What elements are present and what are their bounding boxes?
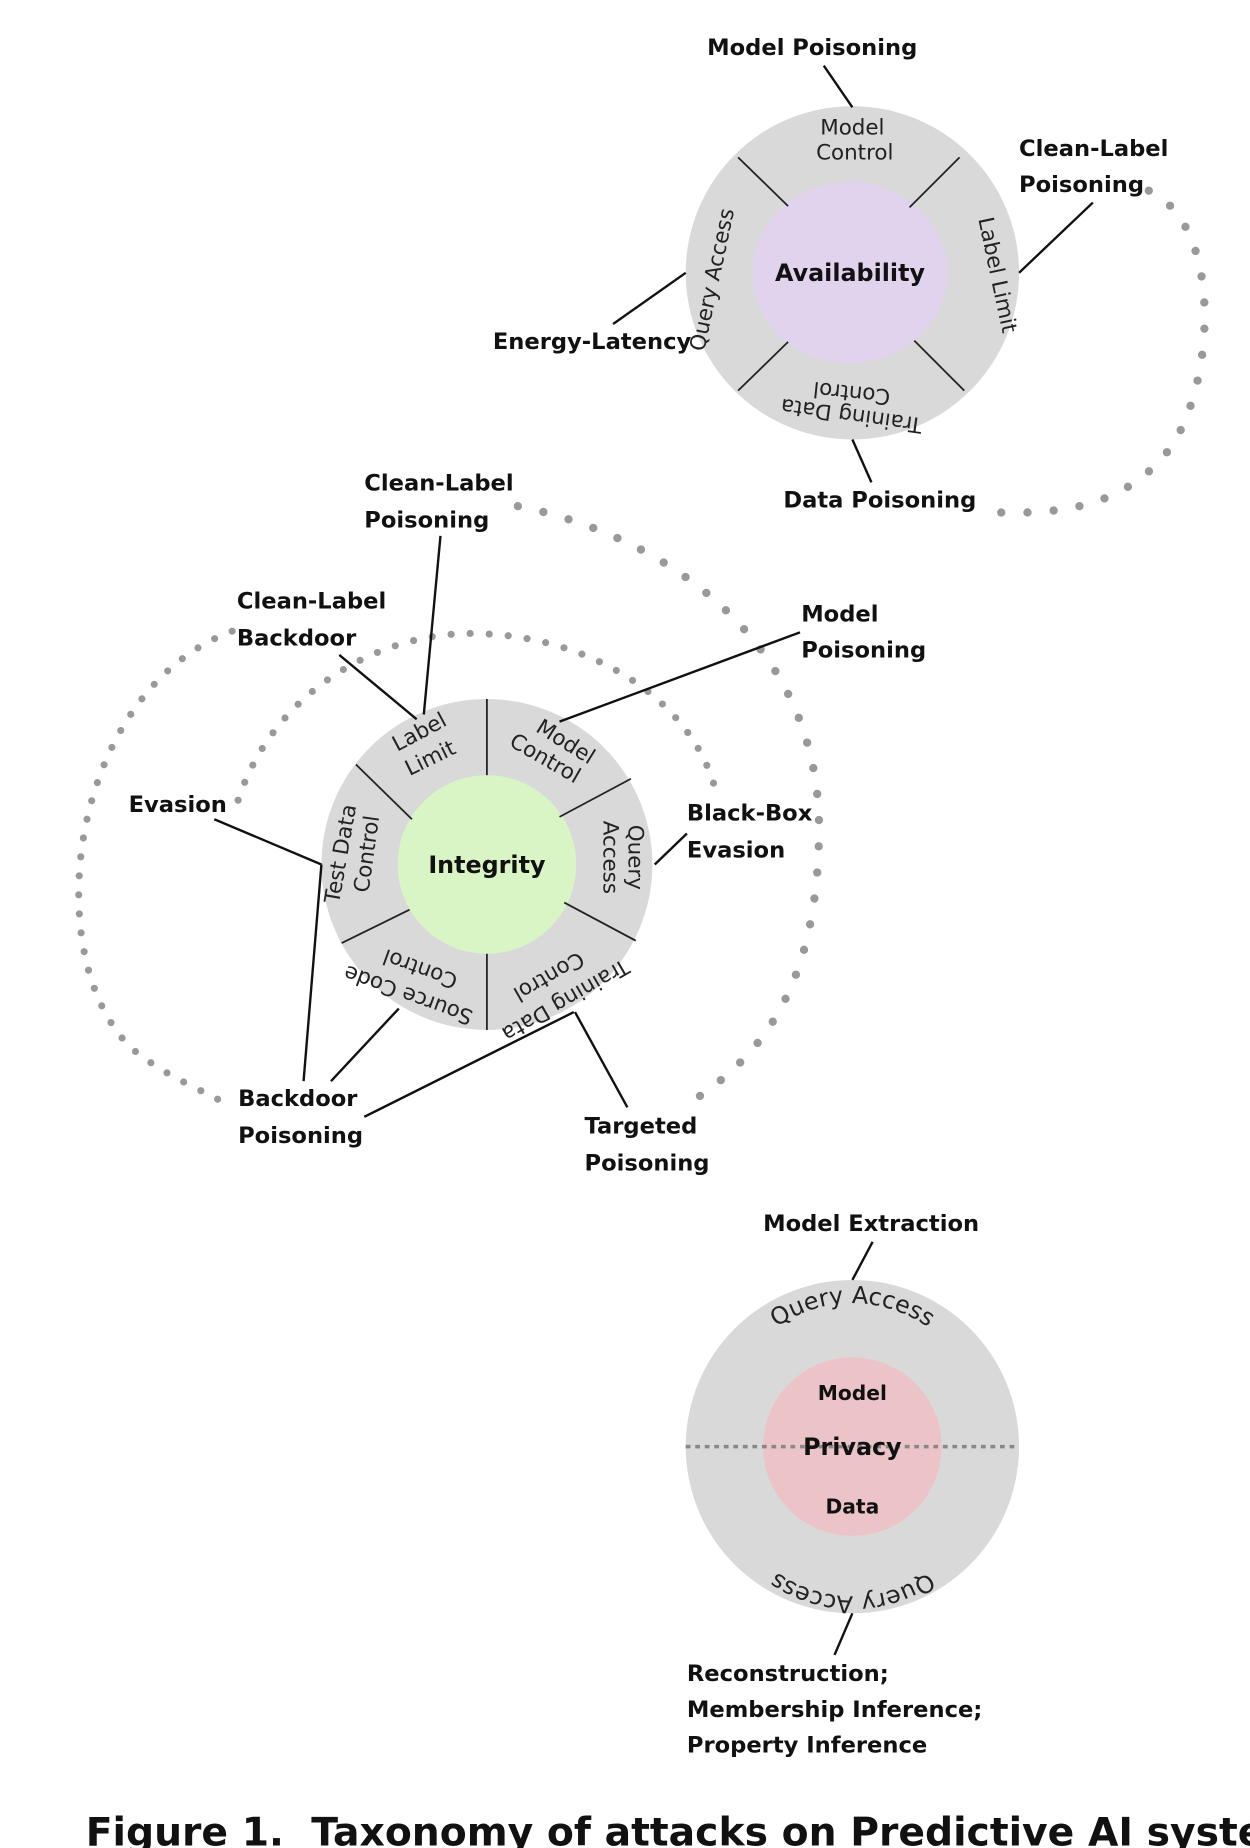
ring-query-access: Query xyxy=(623,825,648,890)
ring-model-control: Model xyxy=(820,116,884,141)
attack-clean-label-poisoning: Poisoning xyxy=(364,508,489,534)
availability-dotted-loop xyxy=(983,186,1209,517)
integrity-diagram: Integrity Label Limit Model Control Quer… xyxy=(129,471,927,1177)
attack-model-poisoning: Poisoning xyxy=(801,637,926,663)
availability-diagram: Availability Model Control Label Limit Q… xyxy=(493,35,1169,513)
integrity-core xyxy=(397,775,577,954)
integrity-outer-dotted-loop xyxy=(513,501,824,1114)
attack-backdoor-poisoning: Poisoning xyxy=(238,1123,363,1149)
privacy-diagram: Privacy Model Data Query Access Query Ac… xyxy=(685,1211,1020,1759)
attack-model-poisoning: Model xyxy=(801,602,878,628)
attack-clean-label-poisoning: Clean-Label xyxy=(364,471,513,497)
attack-energy-latency: Energy-Latency xyxy=(493,329,692,355)
attack-evasion: Evasion xyxy=(129,792,227,818)
integrity-mid-dotted-loop xyxy=(75,627,236,1111)
attack-property-inference: Property Inference xyxy=(687,1733,927,1759)
attack-data-poisoning: Data Poisoning xyxy=(783,487,976,513)
attack-clean-label-backdoor: Backdoor xyxy=(237,625,357,651)
attack-targeted-poisoning: Poisoning xyxy=(585,1150,710,1176)
ring-model-control: Control xyxy=(816,141,893,166)
attack-clean-label-poisoning: Clean-Label xyxy=(1019,136,1168,162)
attack-targeted-poisoning: Targeted xyxy=(585,1114,698,1140)
attack-reconstruction: Reconstruction; xyxy=(687,1661,889,1687)
attack-clean-label-poisoning: Poisoning xyxy=(1019,172,1144,198)
attack-model-poisoning: Model Poisoning xyxy=(707,35,917,61)
availability-label: Availability xyxy=(775,259,925,287)
ring-query-access: Access xyxy=(598,821,623,894)
attack-membership-inference: Membership Inference; xyxy=(687,1697,982,1723)
privacy-data-label: Data xyxy=(826,1494,880,1518)
privacy-label: Privacy xyxy=(803,1433,902,1461)
attack-model-extraction: Model Extraction xyxy=(763,1211,979,1237)
figure-caption: Figure 1. Taxonomy of attacks on Predict… xyxy=(86,1810,1250,1848)
availability-core xyxy=(752,182,948,364)
attack-black-box-evasion: Evasion xyxy=(687,837,785,863)
attack-clean-label-backdoor: Clean-Label xyxy=(237,589,386,615)
attack-black-box-evasion: Black-Box xyxy=(687,800,813,826)
integrity-label: Integrity xyxy=(428,851,546,879)
privacy-model-label: Model xyxy=(818,1381,887,1405)
attack-backdoor-poisoning: Backdoor xyxy=(238,1086,358,1112)
